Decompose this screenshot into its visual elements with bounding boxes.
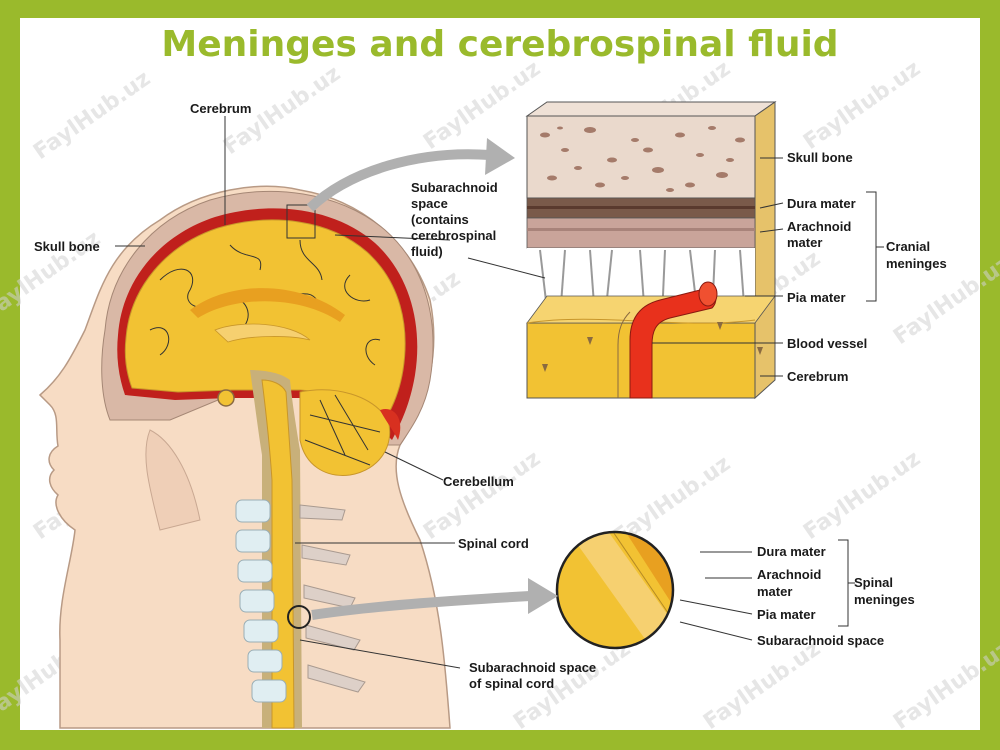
label-inset-skull-bone: Skull bone [787, 150, 853, 165]
label-cerebellum: Cerebellum [443, 474, 514, 489]
label-cerebrum: Cerebrum [190, 101, 251, 116]
label-skull-bone: Skull bone [34, 239, 100, 254]
label-inset-blood-vessel: Blood vessel [787, 336, 867, 351]
label-spinal-subarachnoid: Subarachnoid space [757, 633, 884, 648]
arrow-to-cranial-head [485, 138, 515, 175]
spinal-cord [261, 379, 295, 729]
arrow-to-spinal [311, 591, 531, 620]
svg-text:FaylHub.uz: FaylHub.uz [699, 636, 825, 735]
label-inset-pia: Pia mater [787, 290, 846, 305]
label-spinal-cord: Spinal cord [458, 536, 529, 551]
head-sagittal [38, 185, 451, 729]
spinous-processes [299, 504, 366, 693]
label-inset-arachnoid: Arachnoid mater [787, 219, 855, 250]
svg-text:FaylHub.uz: FaylHub.uz [29, 66, 155, 165]
label-spinal-arachnoid: Arachnoid mater [757, 567, 825, 599]
svg-text:FaylHub.uz: FaylHub.uz [799, 446, 925, 545]
label-spinal-dura: Dura mater [757, 544, 826, 559]
vertebrae [235, 499, 287, 703]
spinal-inset [555, 530, 675, 650]
label-spinal-meninges: Spinal meninges [854, 575, 915, 607]
svg-text:FaylHub.uz: FaylHub.uz [419, 56, 545, 155]
svg-text:FaylHub.uz: FaylHub.uz [419, 446, 545, 545]
arrow-to-cranial [306, 149, 491, 212]
label-spinal-pia: Pia mater [757, 607, 816, 622]
leader-lines [115, 116, 884, 669]
label-inset-dura: Dura mater [787, 196, 856, 211]
label-inset-cerebrum: Cerebrum [787, 369, 848, 384]
cerebrum-brain [124, 219, 406, 426]
svg-text:FaylHub.uz: FaylHub.uz [799, 56, 925, 155]
arrow-to-spinal-head [528, 578, 558, 614]
label-subarachnoid-spinal: Subarachnoid space of spinal cord [469, 660, 600, 691]
cerebellum-shape [299, 389, 391, 476]
label-cranial-meninges: Cranial meninges [886, 239, 947, 271]
cranial-inset [525, 101, 777, 400]
label-subarachnoid-head: Subarachnoid space (contains cerebrospin… [411, 180, 501, 259]
slide-title: Meninges and cerebrospinal fluid [161, 24, 839, 65]
labels: Cerebrum Skull bone Subarachnoid space (… [34, 101, 947, 691]
svg-text:FaylHub.uz: FaylHub.uz [889, 636, 1000, 735]
